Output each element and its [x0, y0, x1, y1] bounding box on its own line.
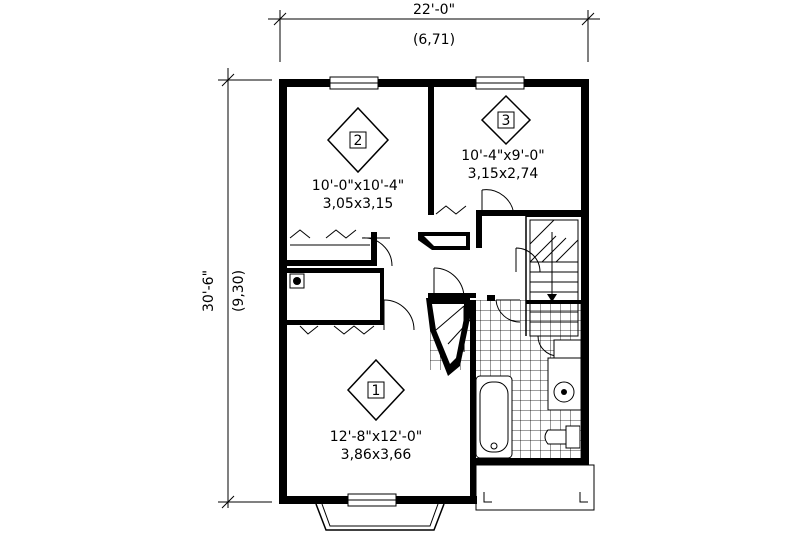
windows [329, 76, 525, 507]
staircase [525, 214, 581, 337]
balcony [475, 464, 595, 511]
room-2-size-metric: 3,05x3,15 [323, 196, 394, 212]
top-dimension: 22'-0" (6,71) [268, 2, 600, 62]
doors [361, 189, 559, 357]
room-3-tag: 3 10'-4"x9'-0" 3,15x2,74 [461, 94, 545, 182]
room-3-size-imperial: 10'-4"x9'-0" [461, 148, 545, 164]
room-1-tag: 1 12'-8"x12'-0" 3,86x3,66 [330, 358, 422, 463]
closet-bifold-doors [289, 205, 467, 335]
room-2-tag: 2 10'-0"x10'-4" 3,05x3,15 [312, 106, 404, 212]
room-1-size-metric: 3,86x3,66 [341, 447, 412, 463]
room-2-number: 2 [354, 133, 363, 149]
room-2-size-imperial: 10'-0"x10'-4" [312, 178, 404, 194]
room-3-size-metric: 3,15x2,74 [468, 166, 539, 182]
bathtub [475, 375, 513, 459]
vanity-sink [547, 339, 582, 411]
room-1-number: 1 [372, 383, 381, 399]
room-1-size-imperial: 12'-8"x12'-0" [330, 429, 422, 445]
width-imperial: 22'-0" [413, 2, 455, 18]
room-3-number: 3 [502, 113, 511, 129]
height-imperial: 30'-6" [201, 270, 217, 312]
bay-window [315, 503, 445, 531]
toilet [544, 425, 581, 449]
left-dimension: 30'-6" (9,30) [201, 68, 272, 509]
linen-closet [418, 232, 471, 376]
width-metric: (6,71) [413, 32, 455, 48]
height-metric: (9,30) [231, 270, 247, 312]
